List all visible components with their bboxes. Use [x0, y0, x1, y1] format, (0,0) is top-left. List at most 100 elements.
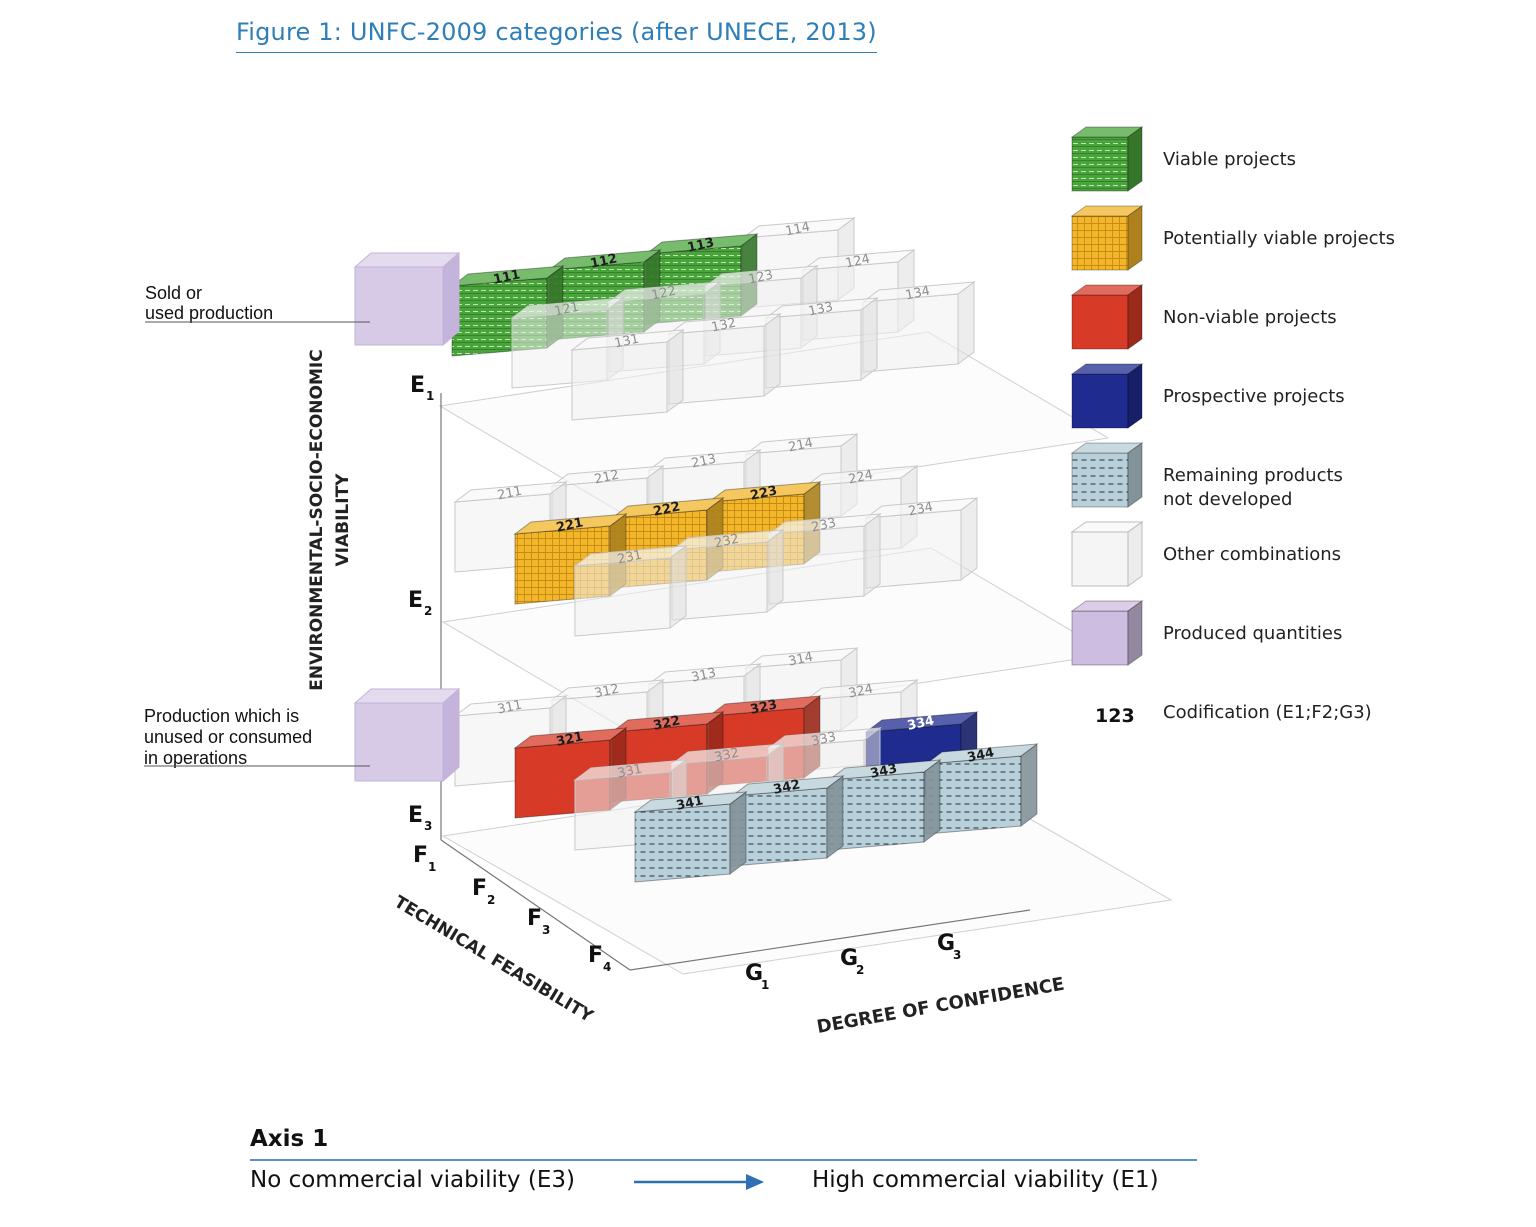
cube-side-face	[923, 759, 941, 843]
cube-top-face	[450, 265, 565, 287]
f-level-main: F	[413, 843, 428, 868]
cube-code-label: 232	[713, 532, 740, 552]
legend-swatch-side	[1127, 600, 1143, 666]
cube-code-label: 112	[589, 251, 619, 271]
cube-top-face	[573, 759, 688, 781]
produced-side-face	[442, 251, 460, 347]
vertical-axis-title-line2: VIABILITY	[333, 473, 353, 567]
g-level-label: G3	[937, 931, 961, 962]
cube-top-face	[730, 775, 845, 797]
legend-swatch-front	[1071, 294, 1129, 350]
cube-code-label: 134	[904, 284, 931, 304]
cube-top-face	[670, 529, 785, 551]
cube-code-label: 114	[784, 220, 811, 240]
cube-top-face	[864, 497, 979, 519]
legend-item-produced: Produced quantities	[1070, 600, 1342, 666]
technical-axis-title: TECHNICAL FEASIBILITY	[390, 892, 596, 1027]
cube-top-face	[550, 465, 665, 487]
layer-e3: 3143133123113243233223213343333323313443…	[441, 647, 1173, 975]
cube-code-label: 131	[613, 332, 640, 352]
cube-top-face	[607, 281, 722, 303]
cube-code-label: 132	[710, 316, 737, 336]
cube-side-face	[826, 775, 844, 859]
cube-code-label: 324	[847, 682, 874, 702]
sold-label-line: used production	[145, 303, 273, 323]
cube-top-face	[804, 679, 919, 701]
legend-label: Prospective projects	[1163, 386, 1345, 407]
unused-production-cube	[353, 687, 461, 783]
cube-top-face	[647, 663, 762, 685]
cube-232: 232	[670, 529, 785, 621]
produced-front-face	[354, 702, 444, 782]
cube-top-face	[767, 513, 882, 535]
e-level-main: E	[408, 803, 423, 828]
f-level-sub: 2	[487, 893, 495, 907]
cube-code-label: 313	[690, 666, 717, 686]
cube-341: 341	[633, 791, 748, 883]
cube-code-label: 111	[492, 267, 522, 287]
codification-number: 123	[1095, 705, 1135, 727]
produced-side-face	[442, 687, 460, 783]
e-level-main: E	[408, 588, 423, 613]
cube-131: 131	[570, 329, 685, 421]
cube-top-face	[741, 217, 856, 239]
cube-code-label: 312	[593, 682, 620, 702]
g-level-main: G	[840, 946, 858, 971]
cube-top-face	[864, 711, 979, 733]
cube-top-face	[453, 481, 568, 503]
cube-top-face	[570, 329, 685, 351]
cube-132: 132	[667, 313, 782, 405]
legend-swatch-front	[1071, 531, 1129, 587]
cube-top-face	[804, 465, 919, 487]
figure-title: Figure 1: UNFC-2009 categories (after UN…	[236, 18, 877, 53]
f-level-main: F	[527, 906, 542, 931]
cube-code-label: 121	[553, 300, 580, 320]
axis1-arrow-icon	[634, 1174, 764, 1190]
confidence-axis-line	[629, 909, 1031, 971]
cube-code-label: 332	[713, 746, 740, 766]
cube-top-face	[644, 233, 759, 255]
cube-side-face	[669, 545, 687, 629]
sold-production-cube	[353, 251, 461, 347]
cube-code-label: 333	[810, 730, 837, 750]
cube-top-face	[667, 313, 782, 335]
cube-side-face	[763, 313, 781, 397]
cube-top-face	[513, 513, 628, 535]
cube-code-label: 234	[907, 500, 934, 520]
cube-342: 342	[730, 775, 845, 867]
cube-code-label: 211	[496, 484, 523, 504]
legend-swatch-front	[1071, 373, 1129, 429]
cube-side-face	[1020, 743, 1038, 827]
cube-top-face	[633, 791, 748, 813]
legend-swatch-side	[1127, 284, 1143, 350]
cube-code-label: 222	[652, 499, 682, 519]
cube-top-face	[827, 759, 942, 781]
axis1-right-label: High commercial viability (E1)	[812, 1167, 1159, 1193]
cube-top-face	[801, 249, 916, 271]
cube-134: 134	[861, 281, 976, 373]
legend-label: Remaining products	[1163, 465, 1343, 486]
cube-234: 234	[864, 497, 979, 589]
unused-label-line: in operations	[144, 748, 247, 768]
cube-top-face	[744, 433, 859, 455]
g-level-label: G1	[745, 961, 769, 992]
axis1-divider	[250, 1159, 1197, 1161]
unused-label-line: unused or consumed	[144, 727, 312, 747]
e-level-sub: 2	[424, 604, 432, 618]
cube-top-face	[744, 647, 859, 669]
legend-label: Potentially viable projects	[1163, 228, 1395, 249]
unused-label-line: Production which is	[144, 706, 299, 726]
legend-item-nonviable: Non-viable projects	[1070, 284, 1337, 350]
cube-code-label: 334	[906, 713, 936, 733]
cube-code-label: 343	[869, 761, 899, 781]
cube-top-face	[610, 497, 725, 519]
cube-code-label: 221	[555, 515, 585, 535]
e-level-main: E	[410, 373, 425, 398]
cube-code-label: 124	[844, 252, 871, 272]
vertical-axis-title-line1: ENVIRONMENTAL-SOCIO-ECONOMIC	[307, 349, 327, 690]
cube-code-label: 113	[686, 235, 716, 255]
